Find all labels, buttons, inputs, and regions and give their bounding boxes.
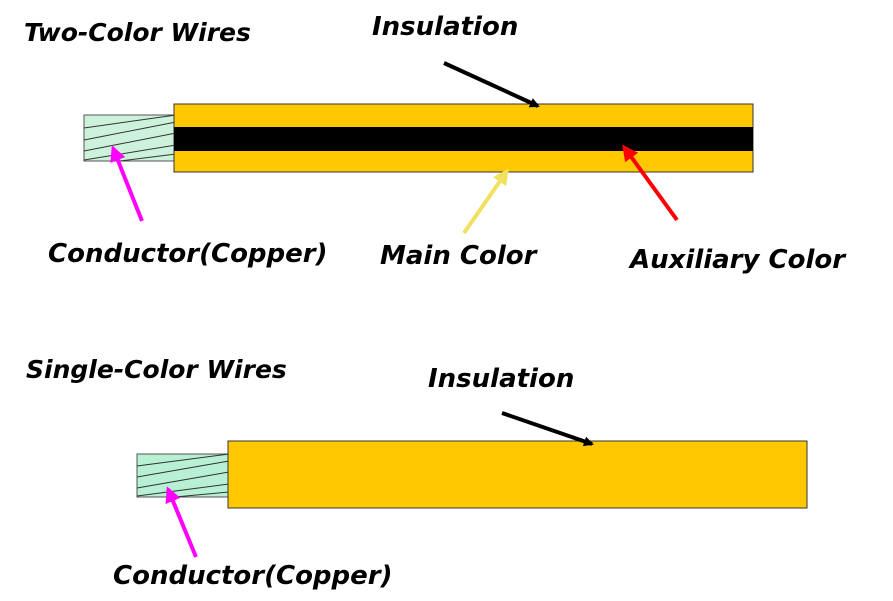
single-color-insulation bbox=[227, 440, 808, 509]
auxiliary-color-arrow bbox=[622, 144, 679, 222]
main-color-arrow bbox=[462, 168, 509, 235]
two-color-insulation-label: Insulation bbox=[372, 12, 519, 42]
single-color-conductor bbox=[136, 453, 230, 498]
main-color-label: Main Color bbox=[380, 241, 537, 271]
single-color-title: Single-Color Wires bbox=[26, 355, 287, 384]
single-color-insulation-label: Insulation bbox=[428, 364, 575, 394]
single-color-insulation-arrow bbox=[501, 411, 594, 447]
auxiliary-color-stripe bbox=[174, 127, 753, 151]
single-color-conductor-label: Conductor(Copper) bbox=[113, 561, 393, 591]
two-color-conductor-arrow bbox=[110, 145, 144, 222]
two-color-title: Two-Color Wires bbox=[24, 18, 251, 47]
two-color-conductor bbox=[83, 114, 177, 162]
two-color-conductor-label: Conductor(Copper) bbox=[48, 239, 328, 269]
single-color-conductor-arrow bbox=[165, 486, 198, 558]
two-color-insulation-arrow bbox=[443, 61, 540, 108]
auxiliary-color-label: Auxiliary Color bbox=[630, 245, 846, 275]
